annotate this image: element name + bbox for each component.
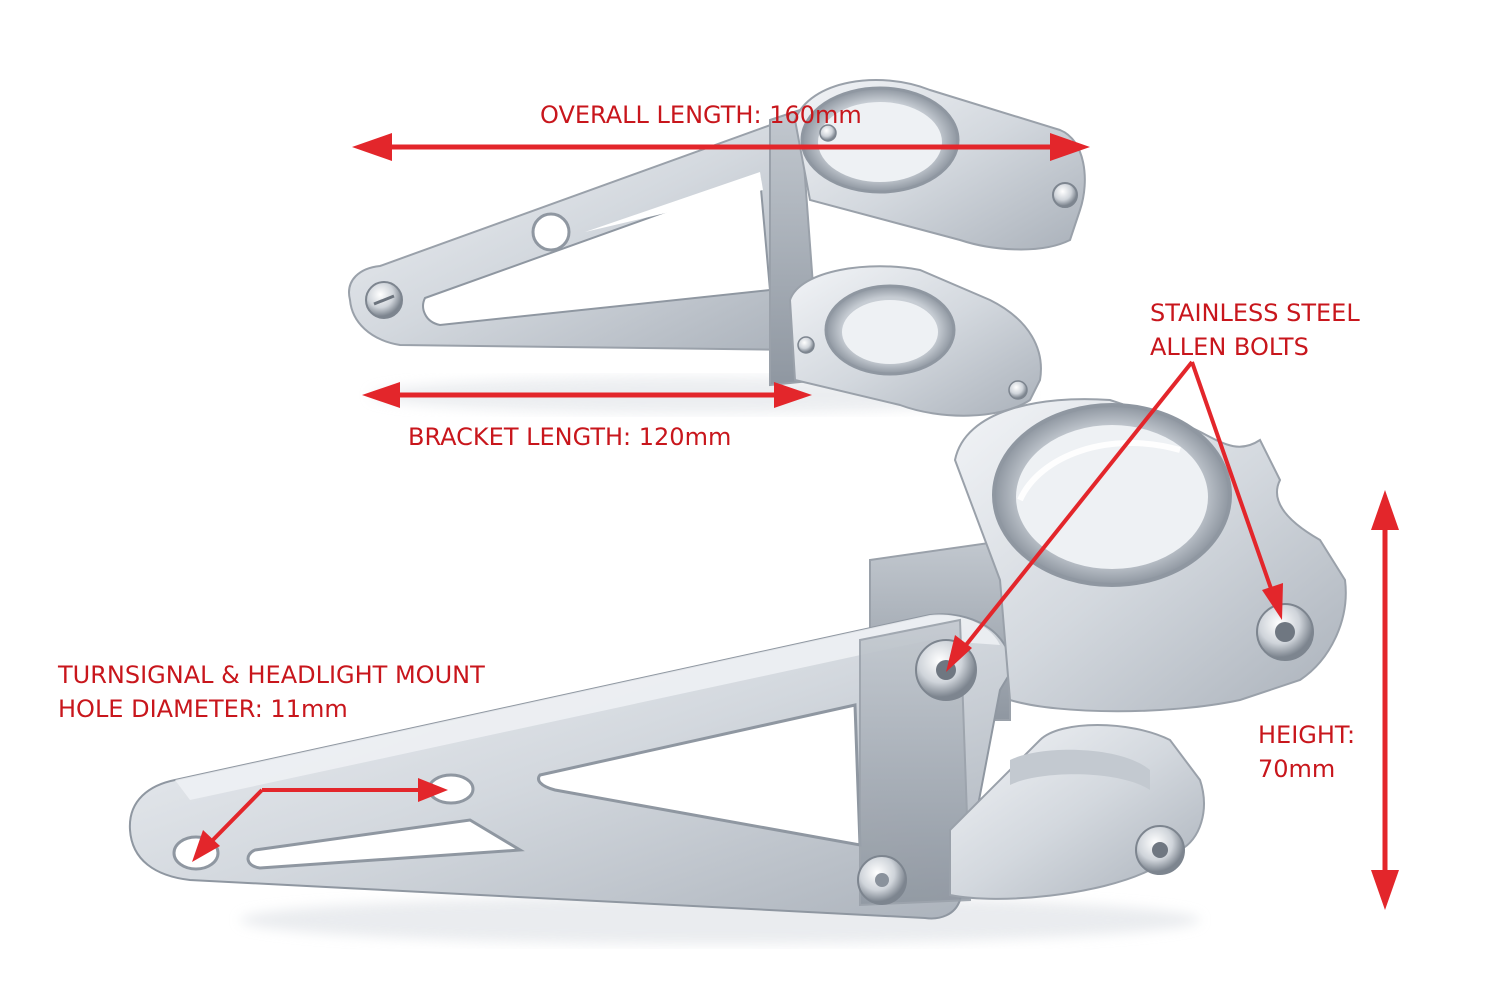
bolt-callout-arrows	[946, 360, 1283, 672]
bracket-length-arrow	[362, 382, 812, 408]
bracket-length-label: BRACKET LENGTH: 120mm	[408, 420, 731, 454]
mount-hole-label-line1: TURNSIGNAL & HEADLIGHT MOUNT	[58, 661, 485, 689]
height-label-line2: 70mm	[1258, 755, 1336, 783]
mount-hole-label: TURNSIGNAL & HEADLIGHT MOUNT HOLE DIAMET…	[58, 658, 485, 726]
height-label-line1: HEIGHT:	[1258, 721, 1356, 749]
overall-length-arrow	[352, 133, 1090, 161]
bolts-label: STAINLESS STEEL ALLEN BOLTS	[1150, 296, 1360, 364]
bottom-bracket	[128, 398, 1347, 944]
height-arrow	[1371, 490, 1399, 910]
hole-spacing-arrow	[192, 778, 448, 862]
bolts-label-line1: STAINLESS STEEL	[1150, 299, 1360, 327]
height-label: HEIGHT: 70mm	[1258, 718, 1355, 786]
overall-length-label: OVERALL LENGTH: 160mm	[540, 98, 862, 132]
overall-length-text: OVERALL LENGTH: 160mm	[540, 101, 862, 129]
bolts-label-line2: ALLEN BOLTS	[1150, 333, 1309, 361]
top-bracket	[348, 79, 1086, 417]
bracket-length-text: BRACKET LENGTH: 120mm	[408, 423, 732, 451]
dimension-arrows	[192, 133, 1399, 910]
mount-hole-label-line2: HOLE DIAMETER: 11mm	[58, 695, 348, 723]
